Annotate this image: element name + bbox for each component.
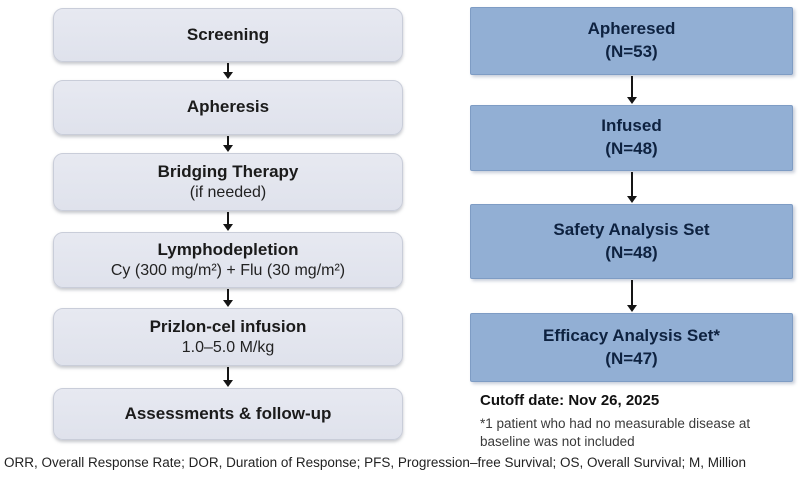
down-arrow — [626, 172, 638, 203]
down-arrow — [626, 76, 638, 104]
flow-box-title: Infused — [601, 116, 662, 136]
flow-box-apheresis: Apheresis — [53, 80, 403, 135]
flow-box-title: Prizlon-cel infusion — [149, 316, 307, 336]
flow-box-bridging-therapy: Bridging Therapy (if needed) — [53, 153, 403, 211]
down-arrow — [222, 63, 234, 79]
arrow-line — [631, 76, 633, 97]
flow-box-subtitle: 1.0–5.0 M/kg — [181, 338, 275, 356]
cutoff-date-note: Cutoff date: Nov 26, 2025 — [480, 392, 660, 409]
down-arrow — [222, 289, 234, 307]
down-arrow — [222, 367, 234, 387]
flow-box-title: Bridging Therapy — [157, 161, 299, 181]
flow-box-title: Apheresis — [186, 97, 270, 117]
arrow-head-icon — [223, 145, 233, 152]
arrow-line — [227, 136, 229, 145]
flow-box-title: Safety Analysis Set — [553, 219, 710, 239]
arrow-line — [227, 63, 229, 72]
flow-box-title: Efficacy Analysis Set* — [542, 325, 720, 345]
flow-box-count: (N=47) — [605, 348, 658, 368]
down-arrow — [626, 280, 638, 312]
flow-box-title: Apheresed — [587, 19, 676, 39]
flow-box-title: Assessments & follow-up — [124, 403, 332, 423]
flow-box-count: (N=48) — [605, 242, 658, 262]
arrow-head-icon — [627, 305, 637, 312]
arrow-line — [631, 172, 633, 196]
flow-box-subtitle: (if needed) — [189, 183, 267, 201]
flow-box-prizlon-cel-infusion: Prizlon-cel infusion 1.0–5.0 M/kg — [53, 308, 403, 366]
arrow-head-icon — [627, 196, 637, 203]
flow-box-lymphodepletion: Lymphodepletion Cy (300 mg/m²) + Flu (30… — [53, 232, 403, 288]
flow-box-apheresed: Apheresed (N=53) — [470, 7, 793, 75]
flow-box-title: Screening — [186, 24, 270, 44]
flow-box-efficacy-analysis-set: Efficacy Analysis Set* (N=47) — [470, 313, 793, 382]
abbreviations-line: ORR, Overall Response Rate; DOR, Duratio… — [4, 455, 747, 470]
flow-box-count: (N=53) — [605, 42, 658, 61]
efficacy-footnote: *1 patient who had no measurable disease… — [480, 416, 751, 450]
arrow-head-icon — [223, 72, 233, 79]
arrow-head-icon — [223, 300, 233, 307]
arrow-line — [227, 289, 229, 300]
flow-box-subtitle: Cy (300 mg/m²) + Flu (30 mg/m²) — [110, 261, 346, 279]
flow-box-count: (N=48) — [605, 139, 658, 158]
flow-box-assessments: Assessments & follow-up — [53, 388, 403, 440]
flow-box-screening: Screening — [53, 8, 403, 62]
down-arrow — [222, 136, 234, 152]
arrow-head-icon — [627, 97, 637, 104]
down-arrow — [222, 212, 234, 231]
arrow-line — [227, 212, 229, 224]
flow-box-title: Lymphodepletion — [157, 239, 299, 259]
arrow-line — [631, 280, 633, 305]
flow-box-safety-analysis-set: Safety Analysis Set (N=48) — [470, 204, 793, 279]
flow-box-infused: Infused (N=48) — [470, 105, 793, 171]
arrow-head-icon — [223, 224, 233, 231]
arrow-line — [227, 367, 229, 380]
arrow-head-icon — [223, 380, 233, 387]
